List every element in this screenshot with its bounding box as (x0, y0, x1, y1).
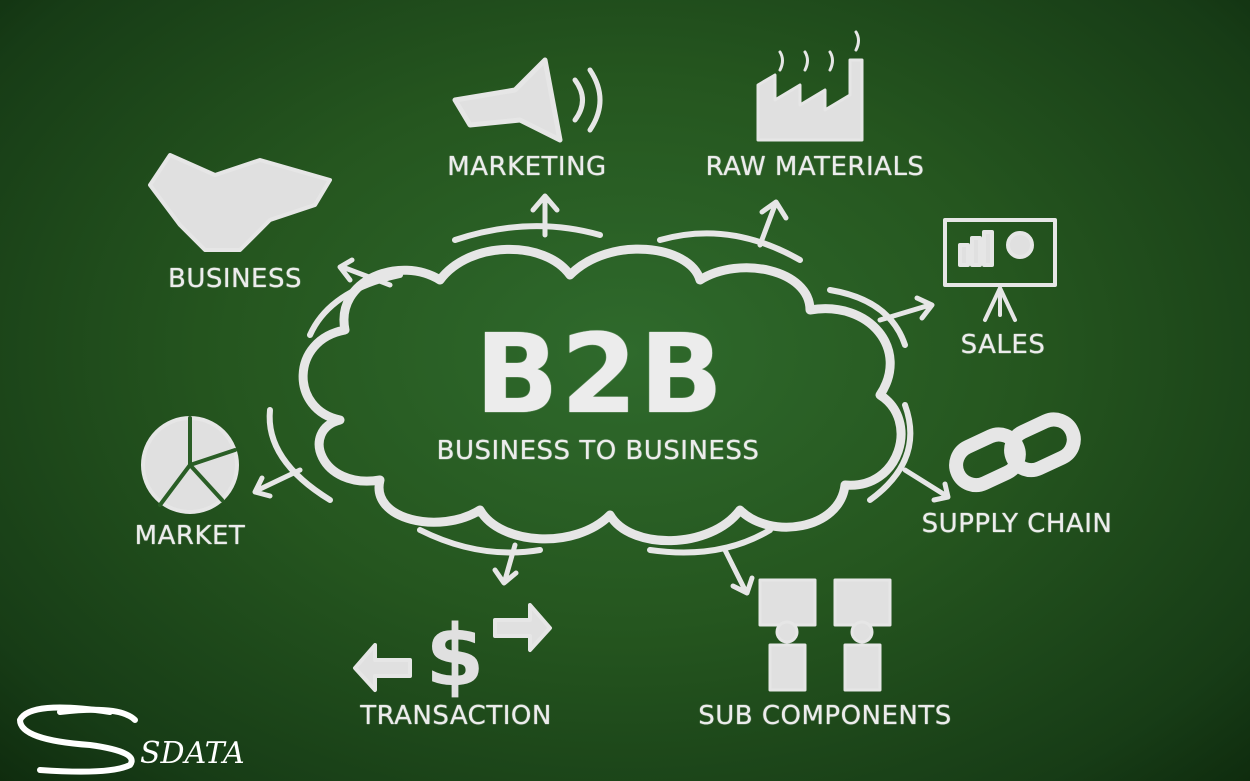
logo-text: SDATA (140, 736, 245, 771)
chain-link-icon (949, 412, 1081, 493)
center-subtitle: BUSINESS TO BUSINESS (436, 436, 760, 466)
dollar-exchange-icon: $ (353, 603, 552, 706)
node-label-marketing: MARKETING (447, 152, 607, 182)
cloud-outline (298, 244, 906, 546)
node-label-sub-components: SUB COMPONENTS (698, 701, 952, 731)
node-label-transaction: TRANSACTION (360, 701, 552, 731)
node-label-supply-chain: SUPPLY CHAIN (921, 509, 1113, 539)
node-label-raw-materials: RAW MATERIALS (705, 152, 925, 182)
factory-icon (756, 30, 864, 142)
megaphone-icon (452, 57, 603, 143)
handshake-icon (148, 153, 332, 252)
outer-arcs (266, 223, 914, 556)
svg-text:$: $ (425, 607, 484, 706)
pie-chart-icon (141, 416, 239, 514)
arrows (252, 193, 951, 596)
node-label-market: MARKET (134, 521, 246, 551)
presentation-board-icon (943, 218, 1057, 322)
node-label-sales: SALES (960, 330, 1046, 360)
puzzle-pieces-icon (758, 578, 892, 692)
node-label-business: BUSINESS (168, 264, 302, 294)
center-title: B2B (474, 310, 726, 438)
sdata-logo-swoosh (17, 704, 138, 775)
